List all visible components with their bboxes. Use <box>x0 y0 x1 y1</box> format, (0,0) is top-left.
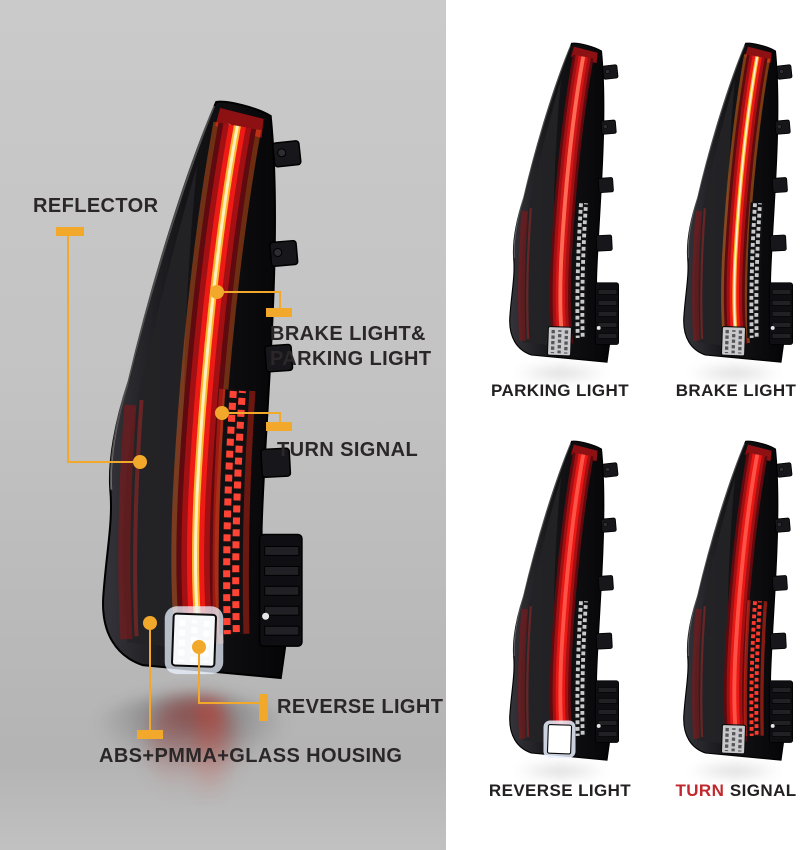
parking-light-photo <box>496 40 623 371</box>
turn-signal-caption-rest: SIGNAL <box>729 781 797 800</box>
callout-reverse-line-horizontal <box>198 702 259 704</box>
callout-brake-label-line2: PARKING LIGHT <box>270 348 432 370</box>
callout-housing-line-vertical <box>149 623 151 731</box>
callout-housing-label: ABS+PMMA+GLASS HOUSING <box>99 745 403 767</box>
callout-reverse-label: REVERSE LIGHT <box>277 696 444 718</box>
brake-light-caption: BRAKE LIGHT <box>675 381 797 400</box>
parking-light-shadow <box>513 362 609 384</box>
callout-reverse-line-vertical <box>198 647 200 704</box>
turn-signal-shadow <box>687 760 783 782</box>
turn-signal-caption-accent: TURN <box>675 781 725 800</box>
parking-light-caption: PARKING LIGHT <box>490 381 630 400</box>
callout-housing-marker <box>137 730 163 739</box>
callout-reverse-marker <box>259 694 268 721</box>
brake-light-shadow <box>687 362 783 384</box>
brake-light-photo <box>670 40 797 371</box>
callout-turn-line-vertical <box>279 412 281 423</box>
callout-turn-label: TURN SIGNAL <box>277 439 419 461</box>
callout-reflector-line-vertical <box>67 236 69 462</box>
callout-brake-label: BRAKE LIGHT& PARKING LIGHT <box>270 322 432 372</box>
callout-turn-line-horizontal <box>222 412 281 414</box>
callout-brake-marker <box>266 308 292 317</box>
floor-haze <box>0 760 446 850</box>
reverse-light-shadow <box>513 760 609 782</box>
callout-reflector-label: REFLECTOR <box>33 195 159 217</box>
turn-signal-photo <box>670 438 797 769</box>
reverse-light-caption: REVERSE LIGHT <box>488 781 632 800</box>
callout-brake-label-line1: BRAKE LIGHT& <box>270 323 426 345</box>
callout-brake-line-horizontal <box>217 291 281 293</box>
callout-reflector-dot <box>133 455 147 469</box>
main-tail-light-photo <box>78 96 310 694</box>
callout-turn-marker <box>266 422 292 431</box>
reverse-light-photo <box>496 438 623 769</box>
callout-reflector-line-horizontal <box>67 461 140 463</box>
callout-reflector-marker <box>56 227 84 236</box>
callout-brake-line-vertical <box>279 291 281 310</box>
